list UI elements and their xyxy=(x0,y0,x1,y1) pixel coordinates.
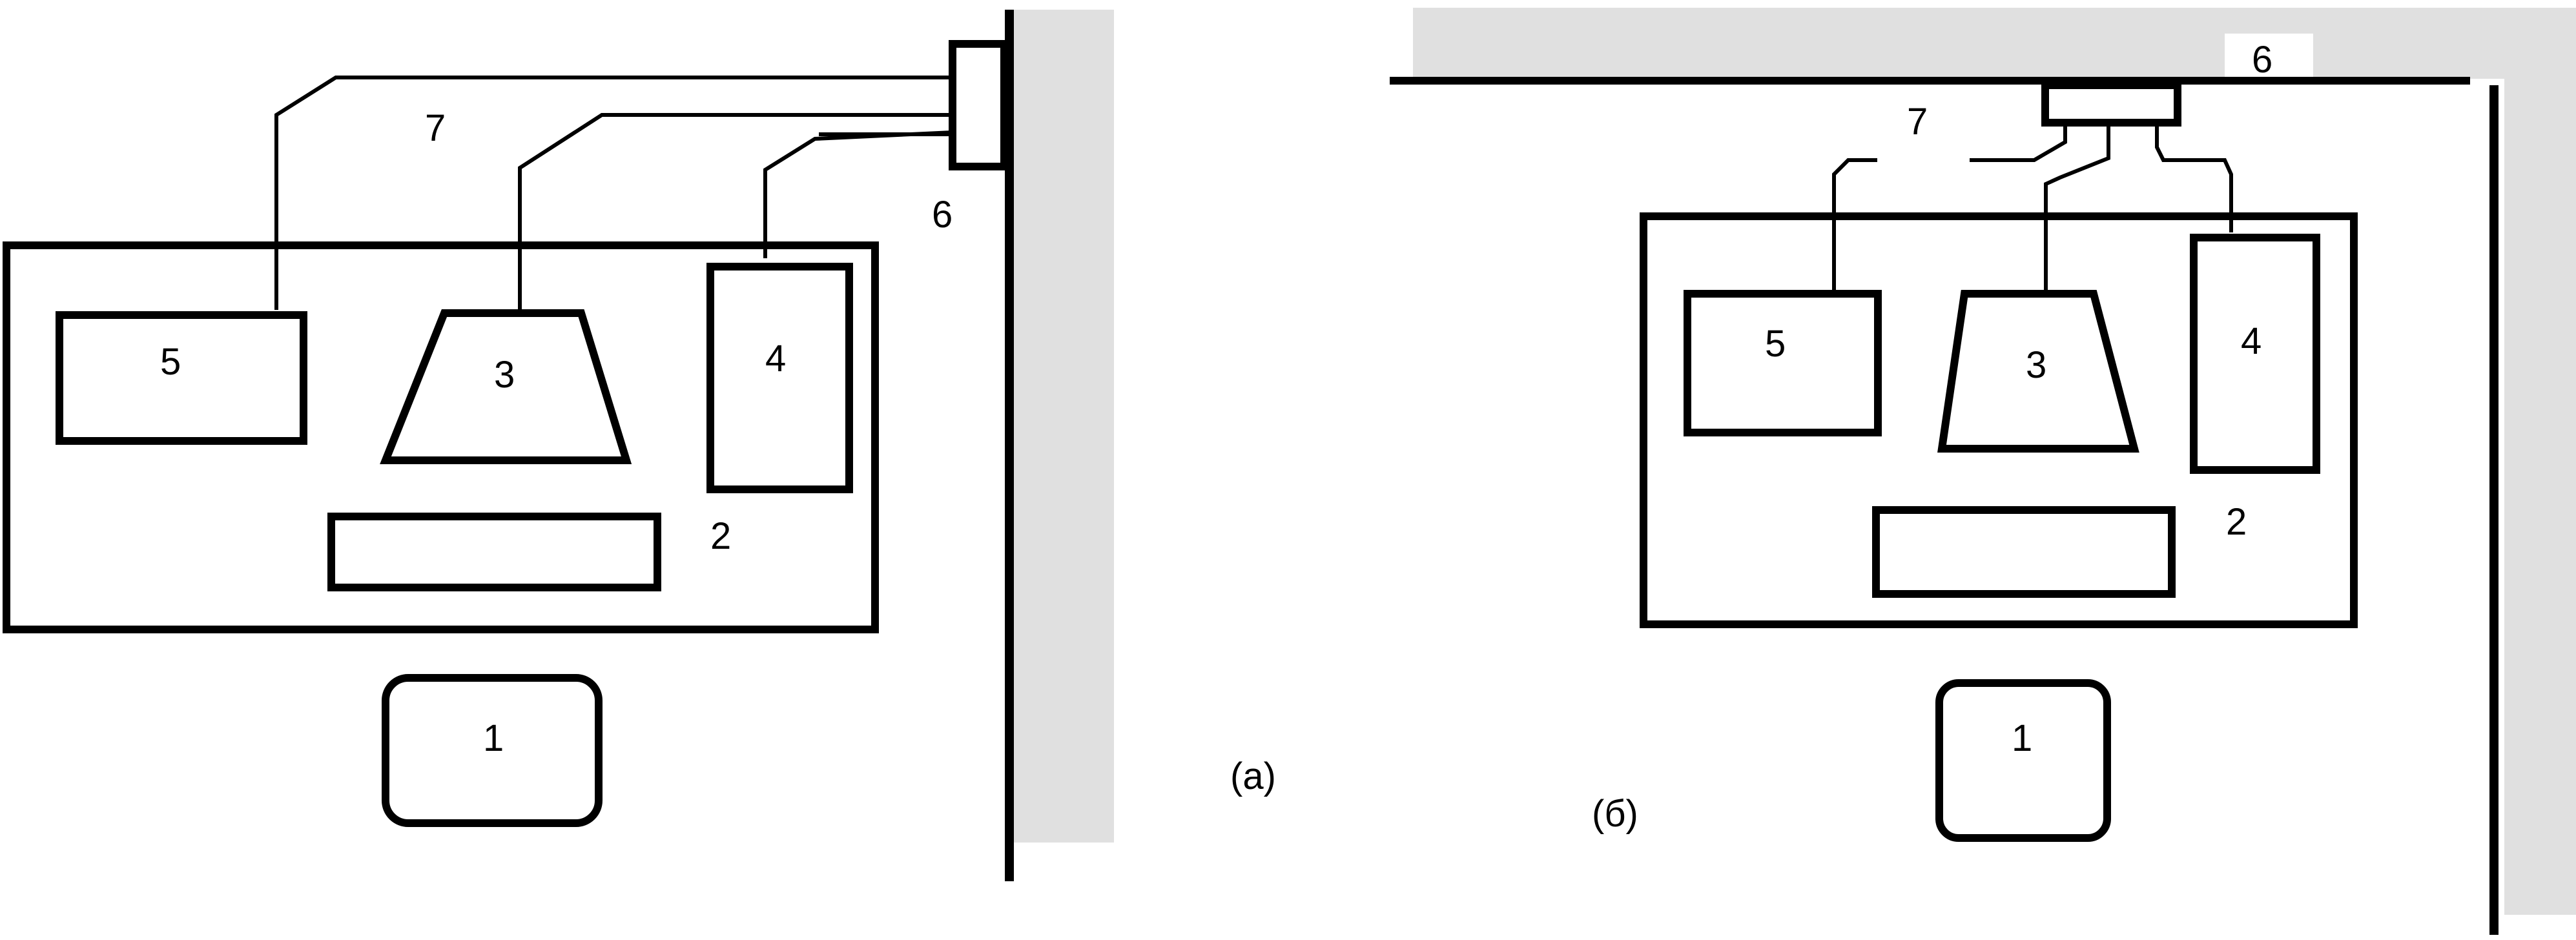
device-4-a xyxy=(706,263,853,493)
table-a xyxy=(3,241,879,633)
wire-5a-b xyxy=(1832,158,1877,291)
ceiling-b xyxy=(1413,8,2576,79)
side-wall-b xyxy=(2504,79,2576,915)
label-6-a: 6 xyxy=(932,194,953,236)
diagram-a: 5 3 4 2 1 6 7 (а) xyxy=(3,10,1276,881)
table-b xyxy=(1640,212,2358,628)
label-2-a: 2 xyxy=(710,515,731,557)
label-1-a: 1 xyxy=(483,717,504,759)
label-7-a: 7 xyxy=(425,107,446,149)
wire-5-a xyxy=(274,76,953,310)
label-3-b: 3 xyxy=(2026,344,2046,386)
label-1-b: 1 xyxy=(2012,717,2032,759)
wire-4-b xyxy=(2155,123,2233,232)
device-4-b xyxy=(2190,234,2320,474)
device-5-b xyxy=(1684,290,1882,436)
label-4-a: 4 xyxy=(765,338,786,380)
wire-3-b xyxy=(2044,123,2110,291)
wire-3-a xyxy=(518,113,953,310)
wire-5b-b xyxy=(1970,123,2067,162)
device-2-b xyxy=(1872,506,2176,598)
device-1-a xyxy=(382,674,603,827)
label-3-a: 3 xyxy=(494,354,515,396)
diagram-b: 5 3 4 2 1 6 7 (б) xyxy=(1390,8,2576,935)
wall-a xyxy=(1014,10,1114,843)
device-5-a xyxy=(56,311,307,445)
wall-box-6-a xyxy=(949,40,1008,170)
label-5-a: 5 xyxy=(160,341,181,383)
label-7-b: 7 xyxy=(1907,101,1928,143)
device-3-a xyxy=(380,309,632,464)
device-3-b xyxy=(1937,290,2139,453)
label-5-b: 5 xyxy=(1765,323,1786,365)
label-2-b: 2 xyxy=(2226,501,2247,543)
label-6-b: 6 xyxy=(2252,39,2272,81)
device-2-a xyxy=(327,513,661,591)
ceiling-box-6-b xyxy=(2041,81,2181,127)
device-1-b xyxy=(1935,679,2111,842)
wire-4a-a xyxy=(763,130,953,258)
label-4-b: 4 xyxy=(2241,320,2262,362)
caption-b: (б) xyxy=(1592,793,1638,835)
caption-a: (а) xyxy=(1230,755,1276,797)
